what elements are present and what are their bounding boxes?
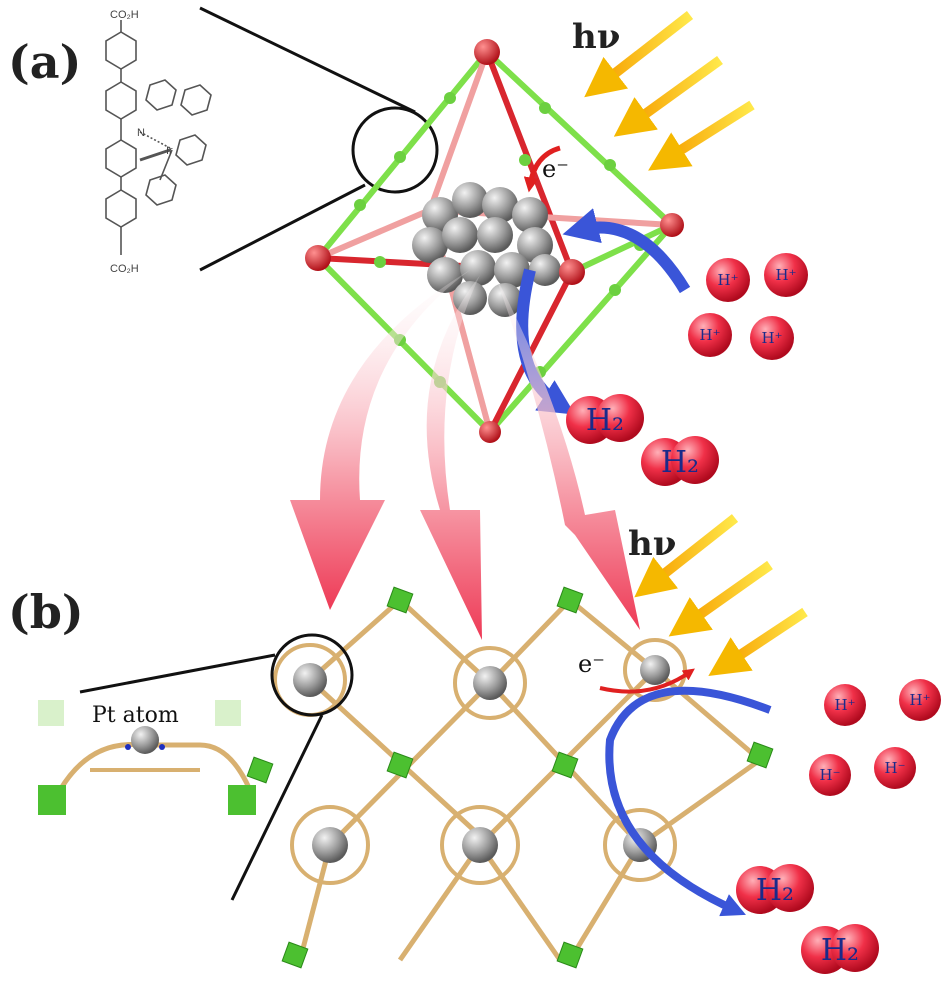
proton-to-h2-arrow-b (605, 686, 772, 917)
proton-label: H⁺ (700, 326, 721, 344)
light-arrows-a (584, 11, 755, 171)
light-arrows-b (634, 514, 808, 677)
hydrogen-b: H₂ H₂ (736, 864, 879, 974)
electron-label-a: e⁻ (542, 155, 569, 183)
transfer-arrows (290, 270, 640, 640)
electron-transfer-arrow-b (599, 668, 695, 694)
proton-label: H⁺ (718, 271, 739, 289)
h2-label: H₂ (821, 933, 859, 968)
nitrogen-label: N (137, 127, 145, 139)
proton-uptake-arrow-a (562, 208, 691, 294)
pt-porphyrin-inset (38, 700, 256, 815)
proton-label: H⁺ (835, 696, 856, 714)
panel-b-label: (b) (8, 585, 84, 639)
metal-label: Ir (166, 145, 173, 157)
mof-framework (297, 598, 762, 962)
callout-b (79, 633, 354, 901)
metal-nanocluster (412, 182, 561, 317)
panel-a-label: (a) (8, 35, 81, 89)
porphyrin-units (273, 638, 687, 885)
protons-b: H⁺ H⁺ H⁻ H⁻ (809, 679, 941, 796)
metal-nodes (246, 586, 774, 969)
acid-label-bottom: CO₂H (110, 263, 139, 275)
proton-label: H⁺ (910, 691, 931, 709)
electron-transfer-arrow-a (523, 145, 561, 193)
electron-label-b: e⁻ (578, 650, 605, 678)
proton-label: H⁻ (885, 759, 906, 777)
protons-a: H⁺ H⁺ H⁺ H⁺ (688, 253, 808, 360)
ir-complex-structure (105, 20, 212, 255)
proton-label: H⁺ (762, 329, 783, 347)
proton-label: H⁻ (820, 766, 841, 784)
pt-atom-label: Pt atom (92, 703, 179, 728)
light-label-a: hν (572, 17, 620, 57)
h2-label: H₂ (586, 403, 624, 438)
light-label-b: hν (628, 524, 676, 564)
hydrogen-a: H₂ H₂ (566, 394, 719, 486)
proton-label: H⁺ (776, 266, 797, 284)
callout-a (199, 6, 439, 272)
h2-label: H₂ (756, 873, 794, 908)
acid-label-top: CO₂H (110, 9, 139, 21)
cage-nodes (305, 39, 684, 443)
h2-label: H₂ (661, 445, 699, 480)
